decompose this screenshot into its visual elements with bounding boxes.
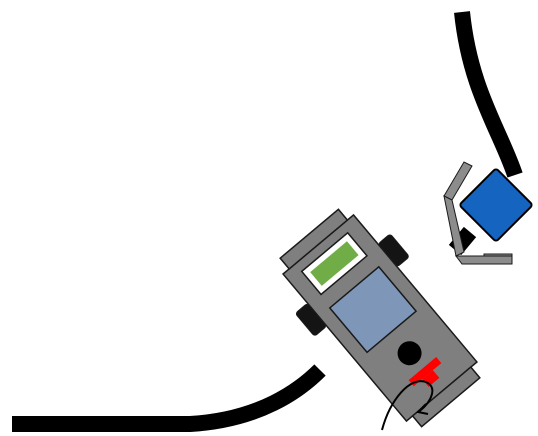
track-line-lower — [12, 364, 326, 432]
screen — [328, 265, 418, 354]
robot — [279, 208, 481, 428]
robot-front-bumper — [411, 366, 481, 428]
cube — [459, 168, 533, 242]
gripper-arm-right-lower — [455, 255, 513, 265]
robot-rear-bumper — [279, 208, 349, 270]
button-base — [408, 356, 442, 387]
sensor — [397, 341, 422, 366]
gripper-arm-left-lower — [443, 195, 465, 257]
rotation-arrowhead — [415, 403, 429, 415]
battery-cell — [310, 241, 359, 286]
gripper — [443, 161, 513, 265]
rotate-clockwise-icon — [381, 380, 434, 431]
cube-body — [459, 168, 533, 242]
rotation-arc — [381, 380, 434, 431]
track-line-upper — [454, 11, 523, 178]
gripper-arm-left — [443, 161, 473, 201]
